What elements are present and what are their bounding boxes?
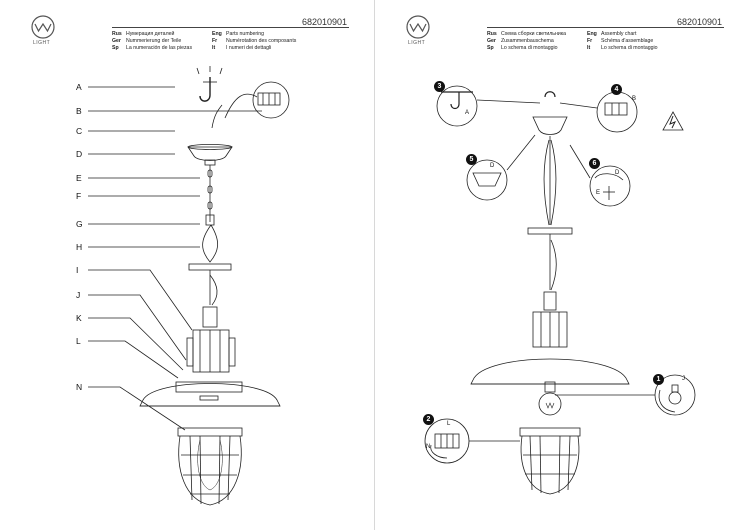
logo-text: LIGHT xyxy=(408,40,426,46)
part-label-e: E xyxy=(76,173,82,183)
part-label-f: F xyxy=(76,191,82,201)
step-badge-1: 1 xyxy=(653,374,664,385)
part-label-k: K xyxy=(76,313,82,323)
callout-letter-j: J xyxy=(682,376,685,382)
step-badge-6: 6 xyxy=(589,158,600,169)
step-badge-2: 2 xyxy=(423,414,434,425)
callout-canopy xyxy=(466,159,508,201)
part-label-d: D xyxy=(76,149,83,159)
callout-letter-a: A xyxy=(465,110,470,116)
part-label-a: A xyxy=(76,82,82,92)
callout-letter-e: E xyxy=(596,190,601,196)
callout-letter-b: B xyxy=(632,96,637,102)
part-label-l: L xyxy=(76,336,81,346)
product-code: 682010901 xyxy=(301,17,347,27)
mw-logo-icon xyxy=(31,15,55,39)
callout-letter-n: N xyxy=(426,444,431,450)
callout-letter-d-2: D xyxy=(615,170,620,176)
product-code: 682010901 xyxy=(676,17,722,27)
step-badge-3: 3 xyxy=(434,81,445,92)
step-badge-4: 4 xyxy=(611,84,622,95)
exploded-lamp-drawing xyxy=(88,66,290,506)
part-label-j: J xyxy=(76,290,81,300)
mw-logo-icon xyxy=(406,15,430,39)
page-divider xyxy=(374,0,375,530)
part-label-g: G xyxy=(76,219,83,229)
part-label-c: C xyxy=(76,126,83,136)
header-rule xyxy=(112,27,349,28)
part-label-h: H xyxy=(76,242,83,252)
part-label-n: N xyxy=(76,382,83,392)
callout-letter-d: D xyxy=(490,163,495,169)
callout-screw xyxy=(589,165,631,207)
logo-text: LIGHT xyxy=(33,40,51,46)
step-badge-5: 5 xyxy=(466,154,477,165)
part-label-i: I xyxy=(76,265,79,275)
callout-wiring xyxy=(596,91,638,133)
callout-hook xyxy=(436,85,478,127)
callout-letter-l: L xyxy=(447,421,451,427)
assembly-drawing xyxy=(424,85,696,495)
part-label-b: B xyxy=(76,106,82,116)
header-rule xyxy=(487,27,724,28)
